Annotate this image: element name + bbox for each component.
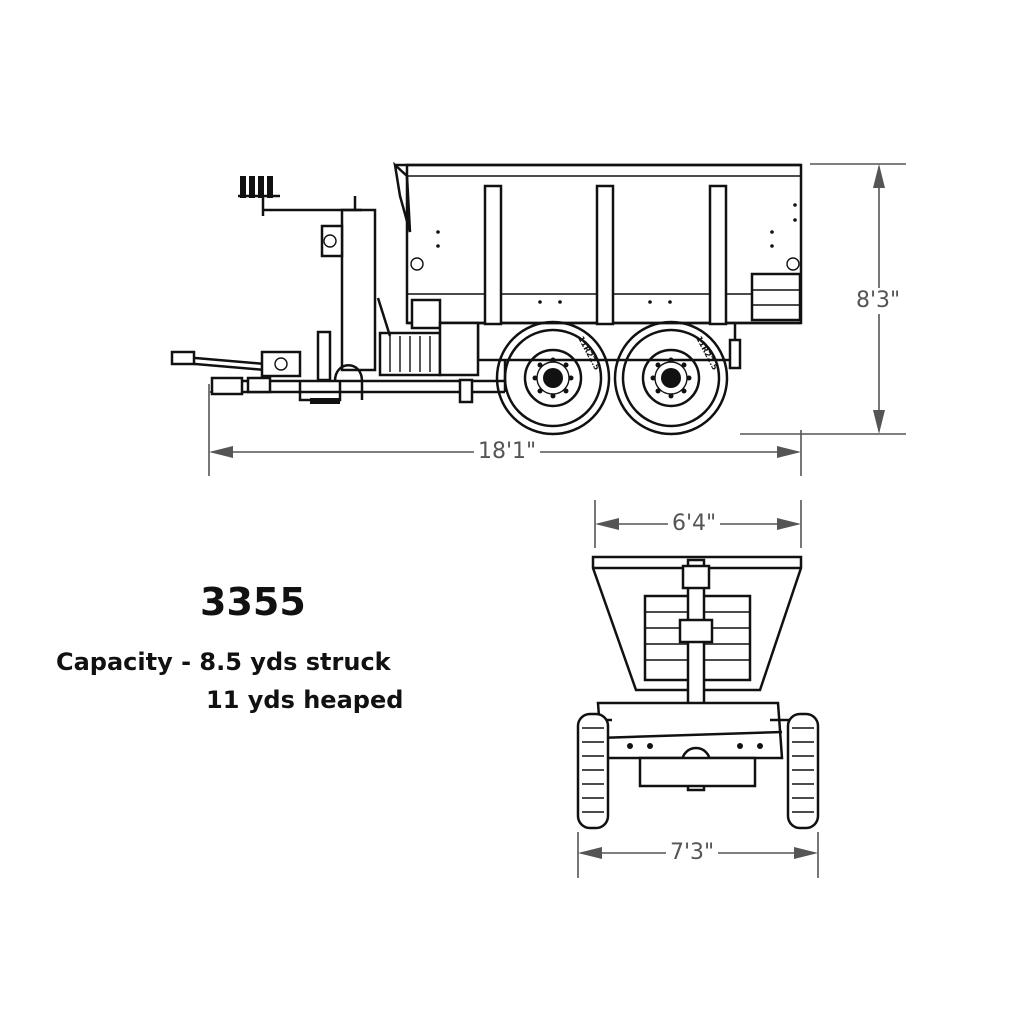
tire-marking-front: 11R22.5 [576, 335, 602, 372]
tire-marking-rear: 11R22.5 [694, 335, 720, 372]
capacity-struck: Capacity - 8.5 yds struck [56, 648, 391, 676]
overall-length-label: 18'1" [474, 439, 541, 465]
box-rib [595, 184, 615, 326]
overall-width-dimension-line [577, 832, 819, 878]
rear-view-drawing [576, 555, 820, 830]
wheel-rear-side [613, 320, 729, 436]
capacity-heaped: 11 yds heaped [206, 686, 404, 714]
tire-right [786, 712, 820, 830]
box-width-label: 6'4" [668, 511, 721, 537]
overall-width-label: 7'3" [666, 840, 719, 866]
tire-left [576, 712, 610, 830]
front-tower [340, 208, 377, 372]
model-number: 3355 [200, 580, 306, 624]
rear-gearbox [750, 272, 802, 322]
wheel-front-side [495, 320, 611, 436]
box-rib [483, 184, 503, 326]
side-view-drawing: 11R22.5 11R22.5 [170, 161, 803, 436]
box-rib [708, 184, 728, 326]
overall-height-label: 8'3" [852, 288, 905, 314]
